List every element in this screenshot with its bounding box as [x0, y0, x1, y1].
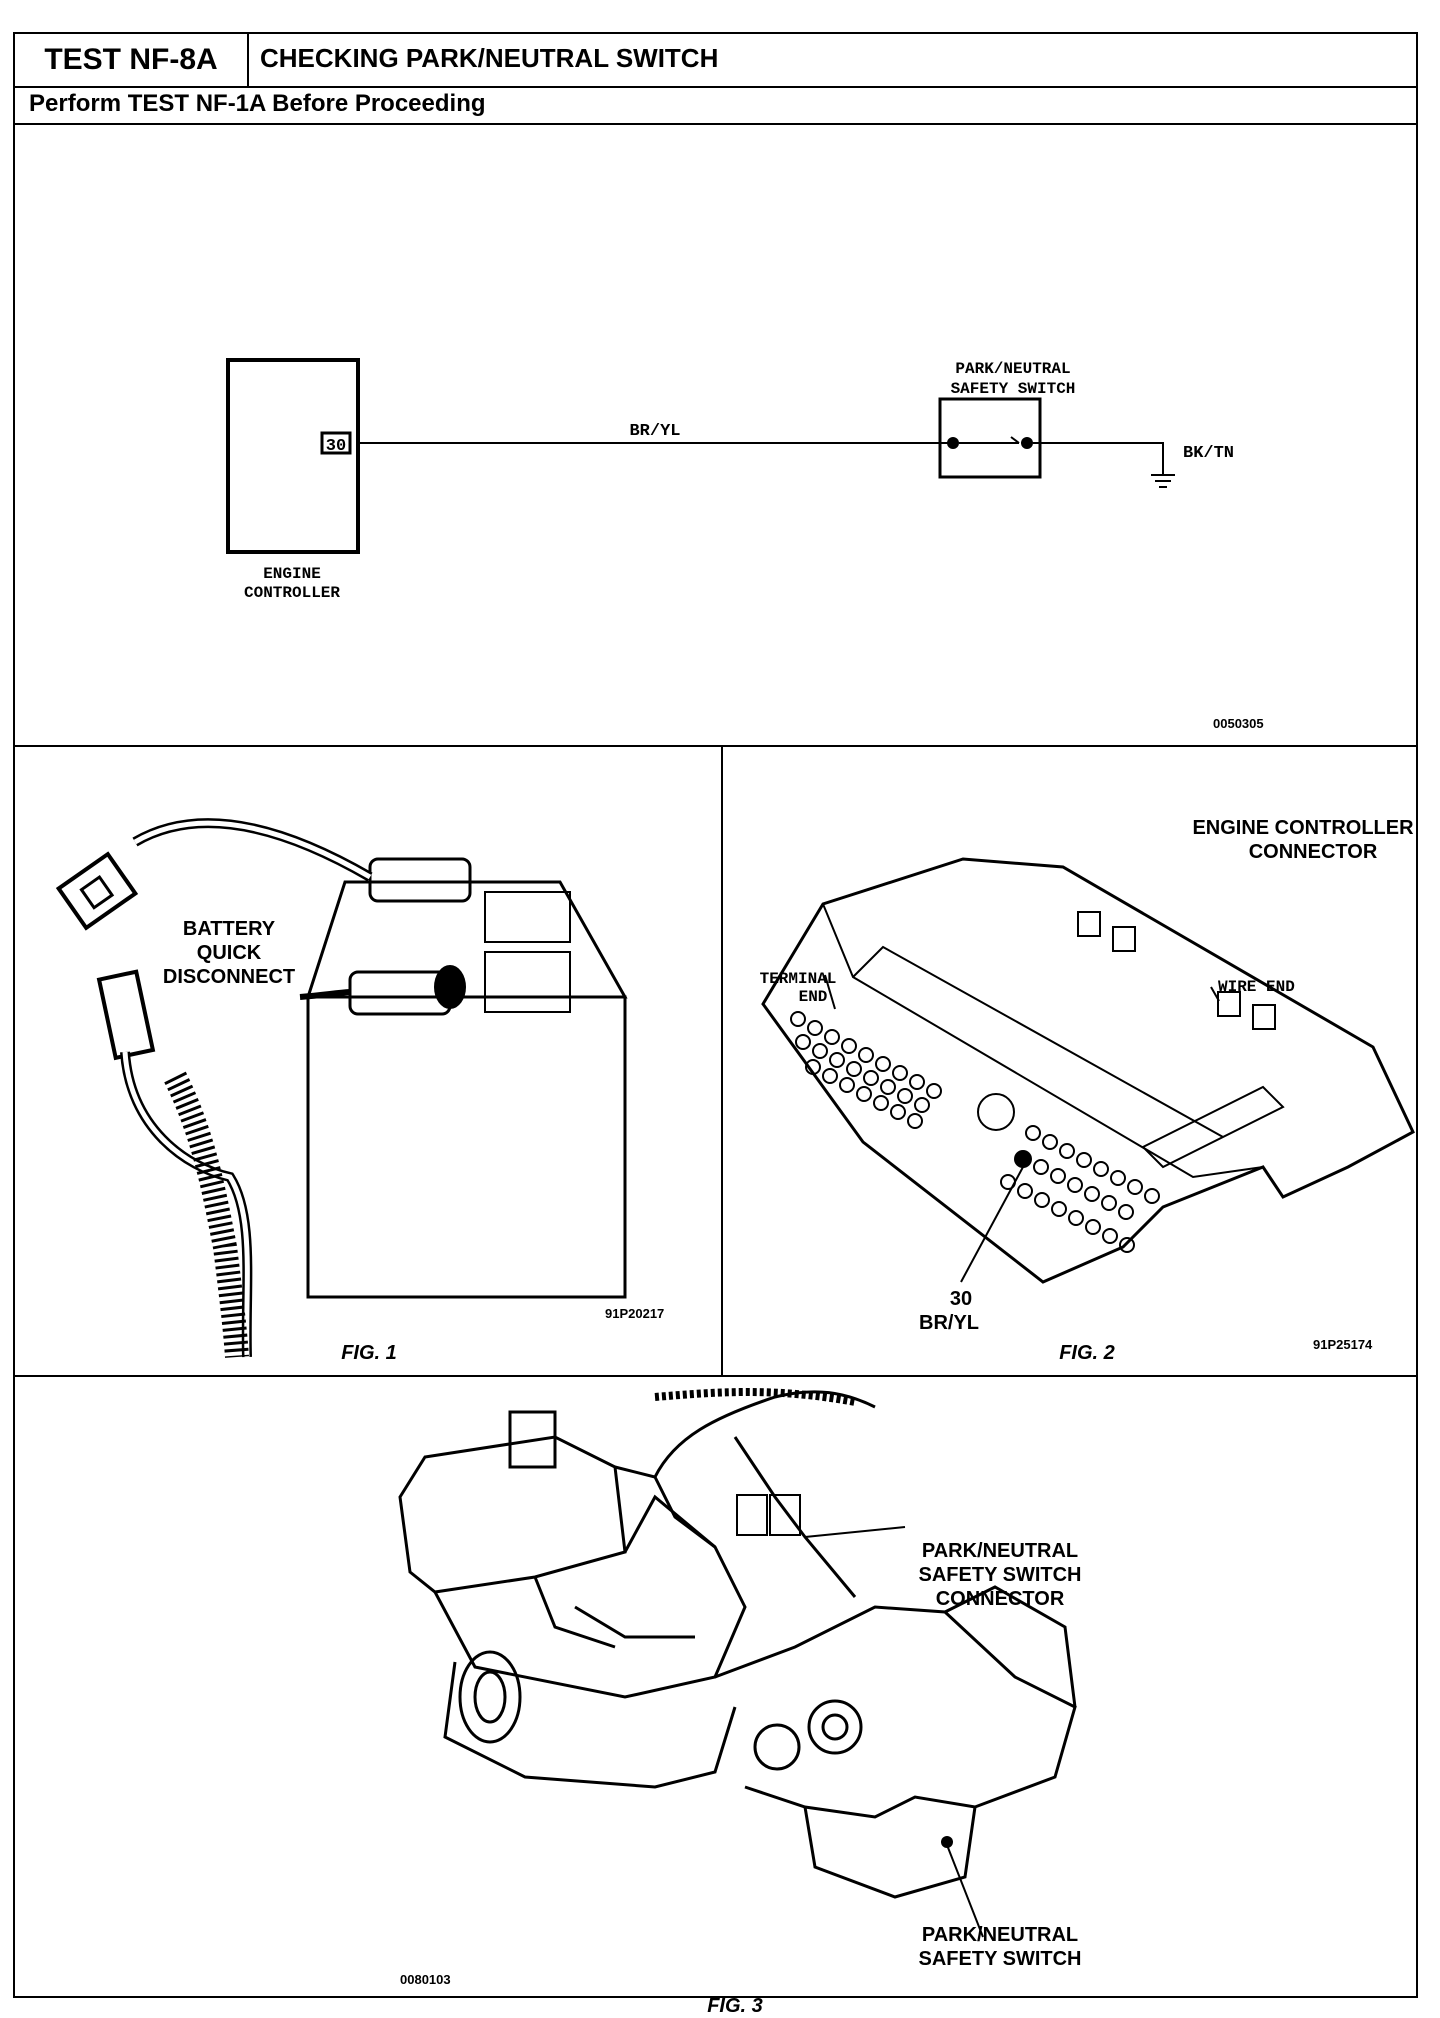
test-title: CHECKING PARK/NEUTRAL SWITCH: [260, 43, 719, 73]
pin-row-upper: [790, 1011, 942, 1129]
fig2-illustration: ENGINE CONTROLLER CONNECTOR: [760, 817, 1415, 1364]
loom-outer: [164, 1071, 249, 1358]
terminal-end-leader: [824, 974, 836, 1010]
header-row: TEST NF-8A CHECKING PARK/NEUTRAL SWITCH: [15, 34, 1416, 88]
fig2-title-1: ENGINE CONTROLLER: [1192, 817, 1414, 839]
quick-disconnect-socket: [96, 969, 156, 1061]
connector-face-edge: [822, 903, 1264, 1179]
fig3-illustration: PARK/NEUTRAL SAFETY SWITCH CONNECTOR PAR…: [398, 1388, 1082, 1987]
prerequisite-row: Perform TEST NF-1A Before Proceeding: [15, 86, 1416, 125]
wire-end-leader: [1210, 986, 1220, 1002]
fig3-panel: PARK/NEUTRAL SAFETY SWITCH CONNECTOR PAR…: [15, 1377, 1416, 1998]
page-frame: TEST NF-8A CHECKING PARK/NEUTRAL SWITCH …: [13, 32, 1418, 1998]
pin-30-leader: [960, 1166, 1024, 1283]
engine-controller-box: [226, 358, 360, 554]
fig3-switch-label-1: PARK/NEUTRAL: [922, 1924, 1078, 1946]
bk-tn-wire: [1033, 442, 1164, 475]
fig2-title-2: CONNECTOR: [1249, 841, 1378, 863]
fig1-code: 91P20217: [605, 1306, 664, 1321]
schematic-diagram: 30 ENGINE CONTROLLER BR/YL PARK/NEUTRAL …: [226, 358, 1264, 731]
terminal-post: [434, 965, 466, 1009]
pin-30-box: [320, 431, 352, 455]
fig3-connector-label-3: CONNECTOR: [936, 1588, 1065, 1610]
prerequisite-text: Perform TEST NF-1A Before Proceeding: [29, 90, 486, 117]
battery-side: [559, 881, 626, 1298]
quick-disconnect-plug: [55, 851, 139, 931]
fig1-panel: BATTERY QUICK DISCONNECT 91P20217 FIG. 1: [15, 747, 723, 1377]
latch-3: [1217, 991, 1241, 1017]
fig1-label-2: QUICK: [197, 942, 262, 964]
fig2-caption: FIG. 2: [1059, 1342, 1115, 1364]
wire-color-label: BR/YL: [629, 422, 680, 441]
fig1-label-3: DISCONNECT: [163, 966, 295, 988]
connector-rib: [1141, 1085, 1285, 1169]
cable-top-inner: [133, 820, 372, 880]
fig3-caption: FIG. 3: [707, 1995, 763, 2017]
schematic-panel: 30 ENGINE CONTROLLER BR/YL PARK/NEUTRAL …: [15, 123, 1416, 747]
controller-label-1: ENGINE: [263, 565, 321, 583]
connector-leader: [804, 1526, 906, 1538]
latch-2: [1112, 926, 1136, 952]
controller-label-2: CONTROLLER: [244, 584, 340, 602]
latch-4: [1252, 1004, 1276, 1030]
fig3-connector-label-1: PARK/NEUTRAL: [922, 1540, 1078, 1562]
schematic-pin-label: 30: [326, 437, 346, 456]
battery-terminal-1: [368, 857, 472, 903]
connector-body: [761, 857, 1415, 1284]
fig3-code: 0080103: [400, 1972, 451, 1987]
terminal-end-label-2: END: [799, 988, 828, 1006]
fig1-illustration: BATTERY QUICK DISCONNECT 91P20217 FIG. 1: [55, 818, 664, 1364]
cable-top-outer: [132, 818, 373, 882]
connector-block-1: [736, 1494, 768, 1536]
test-id: TEST NF-8A: [15, 34, 249, 86]
fig2-wire-label: BR/YL: [919, 1312, 979, 1334]
cable-mid: [299, 989, 351, 1000]
schematic-code: 0050305: [1213, 716, 1264, 731]
switch-contact-left: [947, 437, 959, 449]
fig1-label-1: BATTERY: [183, 918, 276, 940]
switch-location: [941, 1836, 953, 1848]
battery-cell-2: [484, 951, 571, 1013]
fig2-code: 91P25174: [1313, 1337, 1373, 1352]
pin-30-marker: [1014, 1150, 1032, 1168]
switch-contact-right: [1021, 437, 1033, 449]
pin-row-lower: [1000, 1125, 1160, 1253]
battery-cell-1: [484, 891, 571, 943]
engine-transmission-drawing: [398, 1390, 1077, 1899]
quick-disconnect-pin: [79, 874, 115, 910]
terminal-end-label-1: TERMINAL: [760, 970, 837, 988]
switch-leader: [946, 1844, 984, 1938]
switch-label-1: PARK/NEUTRAL: [955, 360, 1070, 378]
harness-inner: [122, 1051, 250, 1358]
connector-inner-face: [852, 945, 1224, 1138]
fig2-pin-label: 30: [950, 1288, 972, 1310]
fig3-connector-label-2: SAFETY SWITCH: [919, 1564, 1082, 1586]
switch-box: [938, 397, 1042, 479]
wire-harness: [654, 1388, 856, 1406]
wire-end-label: WIRE END: [1218, 978, 1295, 996]
switch-arrow: [1010, 436, 1020, 444]
fig2-panel: ENGINE CONTROLLER CONNECTOR: [723, 747, 1416, 1377]
connector-block-2: [769, 1494, 801, 1536]
fig3-switch-label-2: SAFETY SWITCH: [919, 1948, 1082, 1970]
battery-body: [306, 995, 627, 1299]
fig1-caption: FIG. 1: [341, 1342, 397, 1364]
ground-wire-label: BK/TN: [1183, 444, 1234, 463]
latch-1: [1077, 911, 1101, 937]
switch-label-2: SAFETY SWITCH: [951, 380, 1076, 398]
connector-center-boss: [977, 1093, 1015, 1131]
